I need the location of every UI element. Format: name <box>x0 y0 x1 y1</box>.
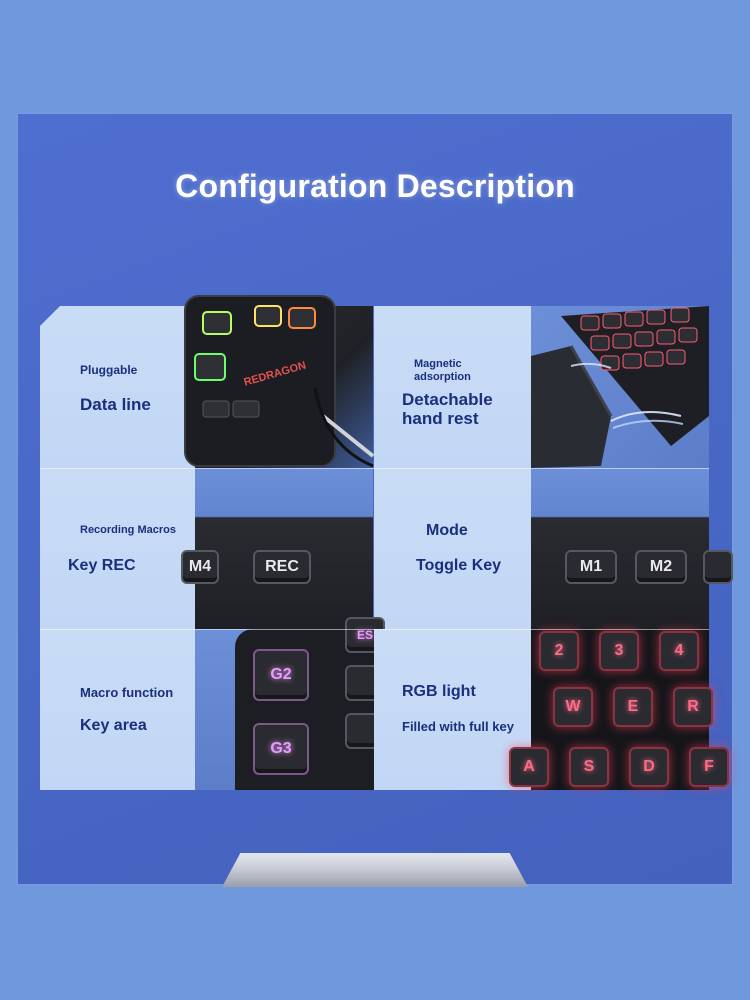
key-m4: M4 <box>181 550 219 584</box>
card-rec-small: Recording Macros <box>80 524 176 536</box>
photo-mode-keys: M1 M2 <box>531 468 733 629</box>
small-key-a <box>202 400 230 418</box>
hand-rest-pad <box>531 346 611 468</box>
key-s: S <box>569 747 609 787</box>
key-d: D <box>629 747 669 787</box>
magnet-spark-1 <box>610 411 682 422</box>
card-rgb-label: RGB light Filled with full key <box>374 629 531 790</box>
card-macro-small: Macro function <box>80 685 174 700</box>
row-divider-1 <box>40 468 709 469</box>
card-pluggable-large: Data line <box>80 395 151 414</box>
photo-hand-rest <box>531 306 709 468</box>
magnet-spark-2 <box>612 419 684 429</box>
key-4: 4 <box>659 631 699 671</box>
key-e: E <box>613 687 653 727</box>
small-key-b <box>232 400 260 418</box>
card-mode-small: Mode <box>426 522 468 539</box>
glow-key-yellow <box>254 305 282 327</box>
card-rec-large: Key REC <box>68 557 136 574</box>
card-mode-label: Mode Toggle Key <box>374 468 531 629</box>
magnet-spark-3 <box>570 362 612 369</box>
key-a: A <box>509 747 549 787</box>
key-m1: M1 <box>565 550 617 584</box>
card-macro-label: Macro function Key area <box>40 629 197 790</box>
key-g3: G3 <box>253 723 309 775</box>
photo-data-line: REDRAGON <box>184 295 375 468</box>
hand-rest-illustration <box>531 306 709 468</box>
key-f: F <box>689 747 729 787</box>
card-magnetic-label: Magnetic adsorption Detachable hand rest <box>374 306 531 468</box>
card-magnetic-small: Magnetic adsorption <box>414 358 471 383</box>
glow-key-lime <box>194 353 226 381</box>
display-stand <box>222 853 528 887</box>
glow-key-green <box>202 311 232 335</box>
usb-plug <box>321 414 375 458</box>
card-mode-large: Toggle Key <box>416 557 502 574</box>
key-g2: G2 <box>253 649 309 701</box>
card-pluggable-small: Pluggable <box>80 363 138 377</box>
card-rec-label: Recording Macros Key REC <box>40 468 197 629</box>
data-line-illustration: REDRAGON <box>184 295 375 468</box>
photo-rgb-keys: 2 3 4 W E R A S D F <box>509 629 729 790</box>
key-m2: M2 <box>635 550 687 584</box>
photo-rec-keys: M4 REC <box>181 468 373 629</box>
key-w: W <box>553 687 593 727</box>
row-divider-2 <box>40 629 709 630</box>
key-r: R <box>673 687 713 727</box>
key-2: 2 <box>539 631 579 671</box>
key-rec: REC <box>253 550 311 584</box>
card-rgb-small: RGB light <box>402 683 476 700</box>
card-rgb-large: Filled with full key <box>402 719 514 734</box>
glow-key-orange <box>288 307 316 329</box>
key-partial <box>703 550 733 584</box>
usb-cable <box>313 387 374 468</box>
photo-macro-keys: G2 G3 ES <box>195 617 385 790</box>
card-pluggable-label: Pluggable Data line <box>40 306 197 468</box>
page-title: Configuration Description <box>175 168 575 204</box>
key-3: 3 <box>599 631 639 671</box>
card-macro-large: Key area <box>80 717 147 734</box>
card-magnetic-large: Detachable hand rest <box>402 390 493 428</box>
